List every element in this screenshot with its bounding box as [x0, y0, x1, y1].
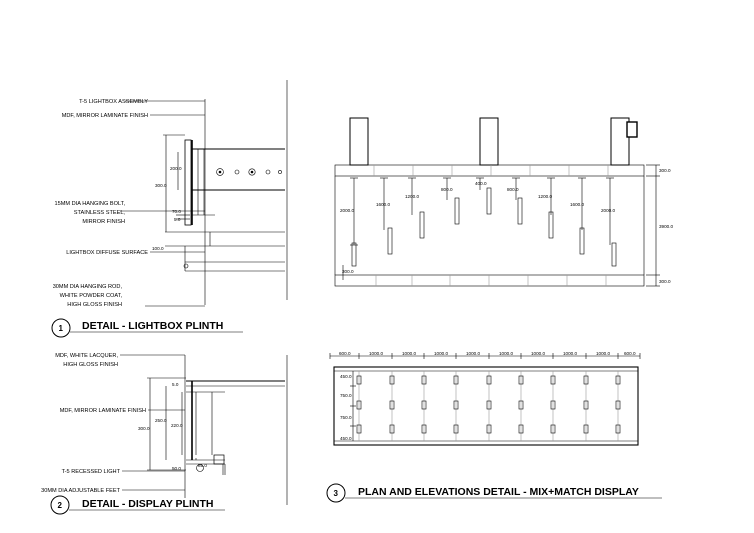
- hanging-rod-9: 2000.0: [601, 177, 617, 267]
- hanging-rod-5: 400.0: [475, 177, 492, 215]
- hanging-rod-1: 2000.0: [340, 177, 358, 267]
- label-rod-3: HIGH GLOSS FINISH: [67, 302, 122, 308]
- dim-200: 200.0: [170, 166, 182, 171]
- detail-3-number: 3: [334, 489, 339, 498]
- elev-side-mid: 3900.0: [659, 224, 673, 229]
- elevation-post: [349, 117, 369, 166]
- plan-top-dim-10: 600.0: [624, 351, 636, 356]
- elevation-post: [610, 117, 630, 166]
- dim2-85: 85.0: [198, 463, 207, 468]
- elev-side-top: 300.0: [659, 168, 671, 173]
- label-t5-recessed: T-5 RECESSED LIGHT: [62, 469, 121, 475]
- plan-top-dim-7: 1000.0: [531, 351, 545, 356]
- label-mdf-white-1: MDF, WHITE LACQUER,: [55, 353, 118, 359]
- hang-dim-3: 1200.0: [405, 194, 419, 199]
- hanging-rod-6: 800.0: [507, 177, 523, 225]
- detail-1-number: 1: [59, 324, 64, 333]
- dim2-50: 50.0: [172, 466, 181, 471]
- detail-1-lightbox-plinth: T-5 LIGHTBOX ASSEMBLY MDF, MIRROR LAMINA…: [51, 99, 285, 338]
- dim2-5: 5.0: [172, 382, 179, 387]
- plan-top-dim-8: 1000.0: [563, 351, 577, 356]
- hanging-rod-7: 1200.0: [538, 177, 555, 239]
- detail-2-callout-circle: [50, 495, 70, 515]
- dim2-300: 300.0: [138, 426, 150, 431]
- dim-100: 100.0: [152, 246, 164, 251]
- dim-300: 300.0: [155, 183, 167, 188]
- plan-left-dim-3: 750.0: [340, 415, 352, 420]
- plan-left-dim-2: 750.0: [340, 393, 352, 398]
- detail-3-elevation: 2000.0 1600.0 1200.0 800.0 400.0 800.0: [334, 117, 673, 287]
- elev-side-bot: 300.0: [659, 279, 671, 284]
- hanging-rod-3: 1200.0: [405, 177, 425, 239]
- plan-top-dim-1: 600.0: [339, 351, 351, 356]
- dim-5: 5.0: [174, 217, 181, 222]
- dim2-250: 250.0: [155, 418, 167, 423]
- label-mdf-mirror: MDF, MIRROR LAMINATE FINISH: [62, 113, 148, 119]
- detail-1-title: DETAIL - LIGHTBOX PLINTH: [82, 320, 223, 332]
- plan-outline: [333, 366, 639, 446]
- label-mdf-white-2: HIGH GLOSS FINISH: [63, 362, 118, 368]
- hang-dim-5: 400.0: [475, 181, 487, 186]
- detail-3-callout-circle: [326, 483, 346, 503]
- hanging-rod-4: 800.0: [441, 177, 460, 225]
- label-diffuse: LIGHTBOX DIFFUSE SURFACE: [66, 250, 148, 256]
- hang-dim-8: 1600.0: [570, 202, 584, 207]
- plan-left-dim-4: 450.0: [340, 436, 352, 441]
- dim2-220: 220.0: [171, 423, 183, 428]
- detail-3-plan: 600.0 1000.0 1000.0 1000.0 1000.0 1000.0…: [326, 351, 662, 503]
- plan-top-dim-4: 1000.0: [434, 351, 448, 356]
- label-t5-lightbox: T-5 LIGHTBOX ASSEMBLY: [79, 99, 148, 105]
- detail-2-title: DETAIL - DISPLAY PLINTH: [82, 498, 213, 510]
- hang-dim-9: 2000.0: [601, 208, 615, 213]
- hanging-rod-8: 1600.0: [570, 177, 586, 255]
- detail-1-callout-circle: [51, 318, 71, 338]
- detail-2-display-plinth: MDF, WHITE LACQUER, HIGH GLOSS FINISH MD…: [41, 353, 285, 515]
- label-bolt-2: STAINLESS STEEL,: [74, 210, 126, 216]
- plan-top-dim-9: 1000.0: [596, 351, 610, 356]
- label-bolt-3: MIRROR FINISH: [82, 219, 125, 225]
- plan-top-dim-3: 1000.0: [402, 351, 416, 356]
- label-rod-1: 30MM DIA HANGING ROD,: [53, 284, 123, 290]
- label-rod-2: WHITE POWDER COAT,: [60, 293, 123, 299]
- elevation-top-band: [334, 164, 645, 177]
- plan-top-dim-5: 1000.0: [466, 351, 480, 356]
- plan-rod-grid: [356, 371, 621, 441]
- elevation-sign: [626, 121, 638, 138]
- label-mdf-mirror-2: MDF, MIRROR LAMINATE FINISH: [60, 408, 146, 414]
- detail-3-title: PLAN AND ELEVATIONS DETAIL - MIX+MATCH D…: [358, 486, 639, 498]
- hang-dim-2: 1600.0: [376, 202, 390, 207]
- detail-2-number: 2: [58, 501, 63, 510]
- hanging-rod-2: 1600.0: [376, 177, 393, 255]
- elevation-bottom-band: [334, 274, 645, 287]
- plan-left-dim-1: 450.0: [340, 374, 352, 379]
- elev-left-bottom-dim: 300.0: [342, 269, 354, 274]
- dim-70: 70.0: [172, 209, 181, 214]
- label-adjustable-feet: 30MM DIA ADJUSTABLE FEET: [41, 488, 120, 494]
- elevation-post: [479, 117, 499, 166]
- plan-top-dim-2: 1000.0: [369, 351, 383, 356]
- plan-top-dim-6: 1000.0: [499, 351, 513, 356]
- hang-dim-4: 800.0: [441, 187, 453, 192]
- label-bolt-1: 15MM DIA HANGING BOLT,: [55, 201, 126, 207]
- hang-dim-7: 1200.0: [538, 194, 552, 199]
- hang-dim-6: 800.0: [507, 187, 519, 192]
- hang-dim-1: 2000.0: [340, 208, 354, 213]
